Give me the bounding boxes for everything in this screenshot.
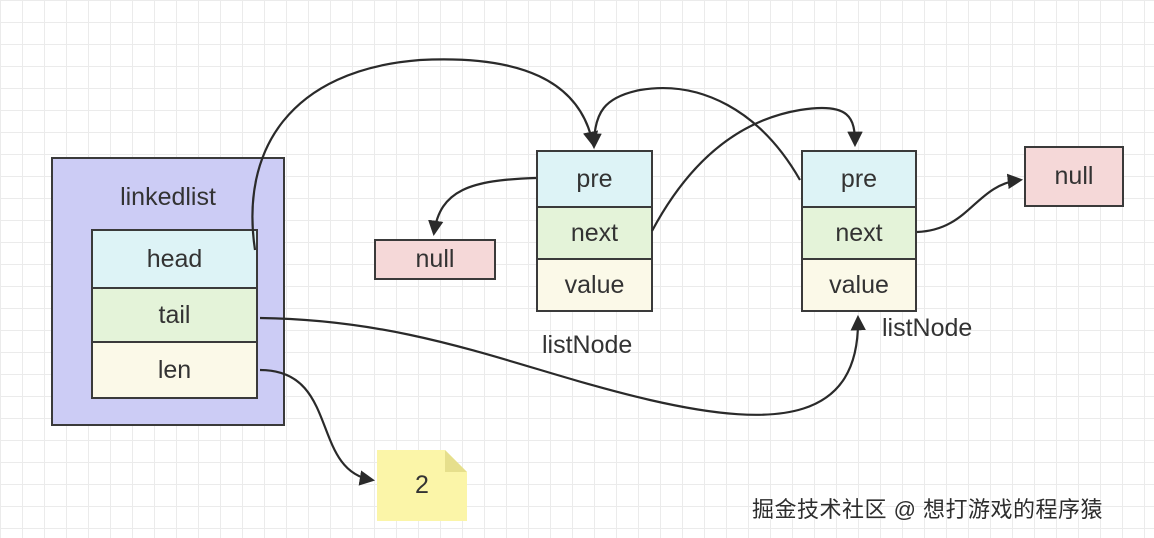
linkedlist-title: linkedlist [120,183,216,211]
note-shape [377,450,467,521]
null-box-left: null [374,239,496,280]
len-value-text: 2 [415,471,429,499]
watermark-text: 掘金技术社区 @ 想打游戏的程序猿 [752,497,1104,522]
head-to-node1-arrow [251,58,599,251]
node1-pre-to-null-arrow [428,176,537,237]
node1-next-field: next [536,206,653,260]
tail-field: tail [91,287,258,343]
node2-pre-to-node1-arrow [586,87,801,181]
node2-label: listNode [882,314,973,342]
node2-value-field: value [801,258,917,312]
node1-value-field: value [536,258,653,312]
node2-pre-field: pre [801,150,917,208]
len-value-note: 2 [377,450,467,521]
len-to-note-arrow [259,368,376,486]
node2-next-to-null-arrow [916,173,1024,234]
null-box-right: null [1024,146,1124,207]
node1-label: listNode [542,331,633,359]
node1-next-to-node2-arrow [651,106,863,232]
node1-pre-field: pre [536,150,653,208]
tail-to-node2-arrow [259,314,866,416]
len-field: len [91,341,258,399]
